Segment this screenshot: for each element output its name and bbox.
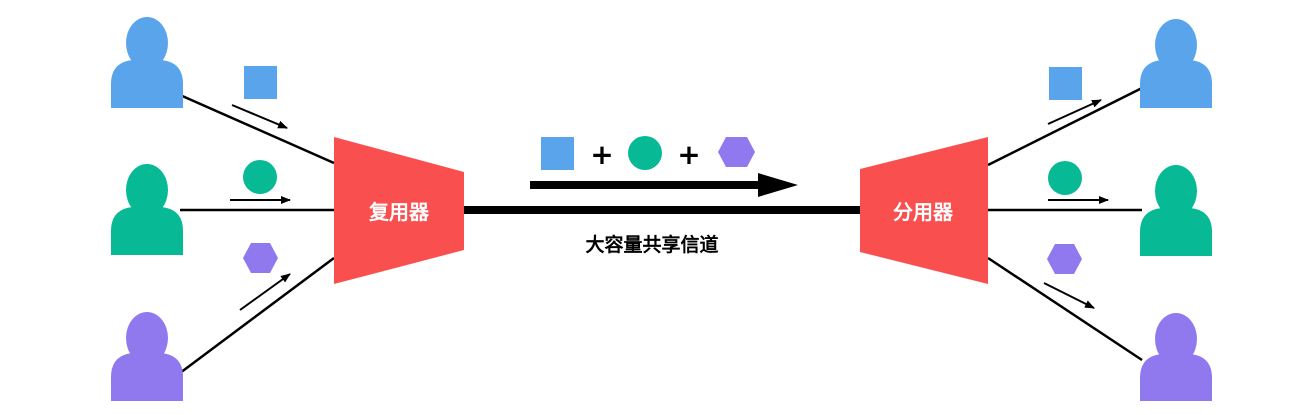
receiver-blue-square-icon (1049, 67, 1082, 100)
arrow-small-receiver-purple (1043, 282, 1095, 309)
link-receiver-purple (987, 256, 1143, 362)
plus-sign-1: + (590, 138, 613, 171)
sender-purple-user-icon (111, 312, 183, 401)
channel-label: 大容量共享信道 (585, 233, 718, 256)
sender-green-user-icon (111, 164, 183, 255)
demultiplexer-shape (860, 137, 988, 284)
combined-circle-icon (628, 136, 662, 170)
arrow-small-sender-blue (231, 104, 288, 129)
sender-green-circle-icon (243, 160, 277, 194)
link-sender-blue (179, 93, 335, 165)
combined-hexagon-icon (718, 137, 755, 167)
sender-purple-hexagon-icon (243, 243, 278, 273)
link-sender-purple (179, 256, 335, 375)
demultiplexer-label: 分用器 (893, 200, 954, 224)
receiver-green-circle-icon (1048, 161, 1082, 195)
link-receiver-blue (987, 86, 1143, 167)
sender-blue-user-icon (111, 17, 183, 108)
receiver-purple-hexagon-icon (1047, 244, 1082, 274)
multiplexer-label: 复用器 (368, 200, 430, 224)
plus-sign-2: + (677, 138, 700, 171)
arrow-small-receiver-blue (1047, 99, 1102, 125)
sender-blue-square-icon (244, 66, 277, 99)
arrow-small-sender-purple (239, 273, 291, 311)
receiver-purple-user-icon (1140, 313, 1212, 401)
receiver-green-user-icon (1140, 165, 1212, 256)
combined-square-icon (541, 137, 574, 170)
receiver-blue-user-icon (1140, 19, 1212, 108)
multiplexer-shape (334, 137, 464, 284)
channel-arrow-head (758, 173, 798, 197)
